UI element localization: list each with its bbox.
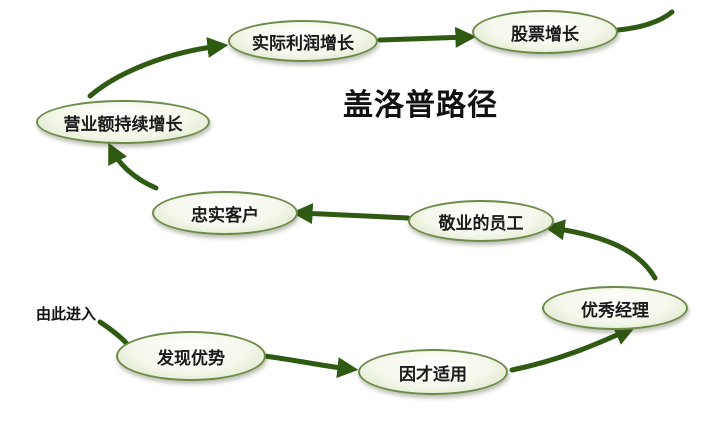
arrow-entry-to-discover <box>97 319 131 348</box>
entry-label: 由此进入 <box>36 305 97 323</box>
arrow-fit-to-manager <box>509 325 636 373</box>
node-great-manager: 优秀经理 <box>542 286 688 330</box>
node-right-fit: 因才适用 <box>358 349 508 395</box>
arrow-sales-to-profit <box>87 37 229 99</box>
arrow-manager-to-engaged <box>543 219 658 281</box>
arrow-engaged-to-loyal <box>291 203 411 225</box>
arrow-loyal-to-sales <box>108 142 159 191</box>
arrow-discover-to-fit <box>261 353 359 379</box>
node-stock-growth: 股票增长 <box>472 10 618 54</box>
node-sustained-revenue-growth: 营业额持续增长 <box>36 100 210 144</box>
arrow-profit-to-stock <box>377 26 477 48</box>
diagram-title: 盖洛普路径 <box>343 88 498 123</box>
node-discover-strengths: 发现优势 <box>116 331 266 381</box>
node-engaged-employee: 敬业的员工 <box>408 200 554 242</box>
node-loyal-customer: 忠实客户 <box>152 191 298 235</box>
node-profit-growth: 实际利润增长 <box>228 20 378 62</box>
arrow-stock-continue <box>615 9 675 33</box>
